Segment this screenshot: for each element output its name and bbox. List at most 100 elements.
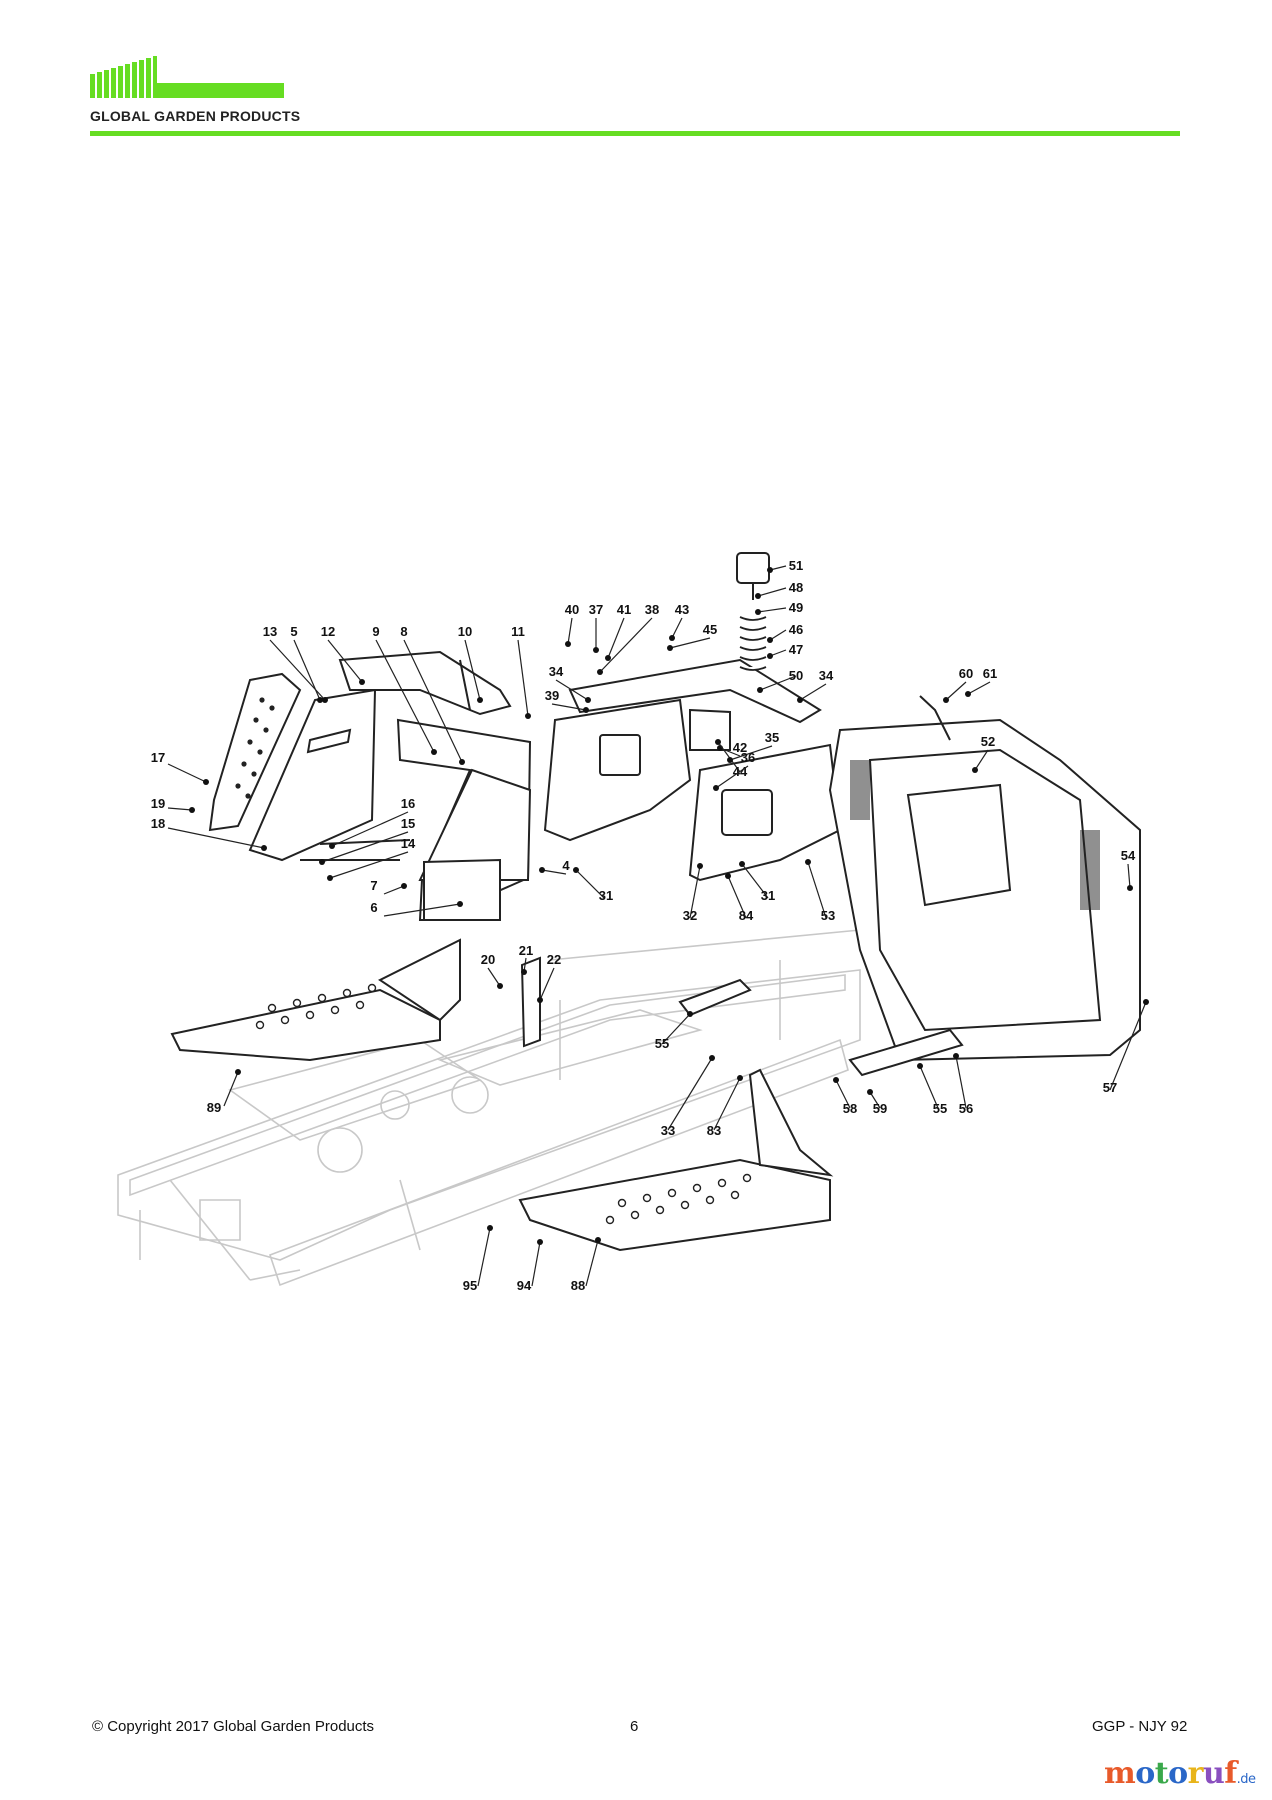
console-panel-left [543,698,692,842]
leader-line [329,851,409,879]
part-number-label: 38 [645,602,659,617]
part-number-label: 51 [789,558,803,573]
leader-line [607,617,625,659]
leader-line [477,1227,491,1287]
leader-line [661,1013,691,1045]
part-number-label: 31 [599,888,613,903]
console-panel-right [688,743,842,882]
leader-line [769,629,787,641]
part-number-label: 56 [959,1101,973,1116]
leader-line [383,885,405,895]
leader-line [759,675,797,691]
wm-letter-o2: o [1168,1756,1188,1791]
leader-line [464,639,481,701]
leader-line [807,861,827,919]
rear-fender [828,718,1141,1062]
leader-dot [972,767,978,773]
leader-line [403,639,463,763]
part-number-label: 20 [481,952,495,967]
front-plate [248,688,411,862]
leader-line [955,1055,967,1109]
leader-dot [867,1089,873,1095]
part-number-label: 46 [789,622,803,637]
part-number-label: 33 [661,1123,675,1138]
leader-dot [583,707,589,713]
part-number-label: 89 [207,1100,221,1115]
part-number-label: 43 [675,602,689,617]
leader-line [667,1057,713,1131]
part-number-label: 49 [789,600,803,615]
part-number-label: 36 [741,750,755,765]
leader-line [671,617,683,639]
part-number-label: 60 [959,666,973,681]
wm-letter-r: r [1187,1756,1204,1791]
leader-dot [739,861,745,867]
leader-line [1109,1001,1147,1091]
leader-dot [727,757,733,763]
wm-letter-f: f [1224,1756,1237,1791]
part-number-label: 11 [511,624,525,639]
part-number-label: 31 [761,888,775,903]
page-number: 6 [630,1718,639,1735]
part-number-label: 84 [739,908,754,923]
part-number-label: 16 [401,796,415,811]
leader-dot [521,969,527,975]
leader-dot [319,859,325,865]
leader-line [835,1079,851,1109]
wm-letter-t: t [1154,1756,1169,1791]
part-number-label: 10 [458,624,472,639]
part-number-label: 88 [571,1278,585,1293]
part-number-label: 19 [151,796,165,811]
leader-dot [597,669,603,675]
leader-line [713,1077,741,1131]
part-number-label: 15 [401,816,415,831]
leader-dot [605,655,611,661]
part-number-label: 18 [151,816,165,831]
seat-box [396,718,532,921]
part-number-label: 22 [547,952,561,967]
chassis-frame [117,929,861,1287]
part-number-label: 83 [707,1123,721,1138]
part-number-label: 52 [981,734,995,749]
leader-line [919,1065,939,1109]
leader-dot [737,1075,743,1081]
leader-dot [189,807,195,813]
leader-dot [943,697,949,703]
part-number-label: 34 [819,668,834,683]
leader-dot [805,859,811,865]
leader-line [541,869,567,875]
leader-dot [797,697,803,703]
leader-dot [537,1239,543,1245]
leader-dot [687,1011,693,1017]
leader-line [167,807,193,811]
leader-dot [757,687,763,693]
bracket-21 [520,956,541,1048]
part-number-label: 34 [549,664,564,679]
part-number-label: 4 [562,858,570,873]
leader-dot [585,697,591,703]
wm-domain: .de [1236,1772,1256,1787]
leader-line [223,1071,239,1107]
part-number-label: 5 [290,624,297,639]
leader-dot [713,785,719,791]
leader-line [575,869,605,899]
leader-line [293,639,321,701]
leader-line [669,637,711,649]
leader-dot [917,1063,923,1069]
vertical-bars-logo-icon [90,56,284,98]
part-number-label: 35 [765,730,779,745]
leader-dot [755,593,761,599]
leader-dot [459,759,465,765]
leader-line [741,863,769,899]
leader-dot [1143,999,1149,1005]
leader-dot [595,1237,601,1243]
leader-dot [667,645,673,651]
part-number-label: 45 [703,622,717,637]
leader-line [531,1241,541,1287]
spring-stack [736,552,770,671]
leader-dot [329,843,335,849]
leader-line [757,607,787,613]
leader-dot [431,749,437,755]
